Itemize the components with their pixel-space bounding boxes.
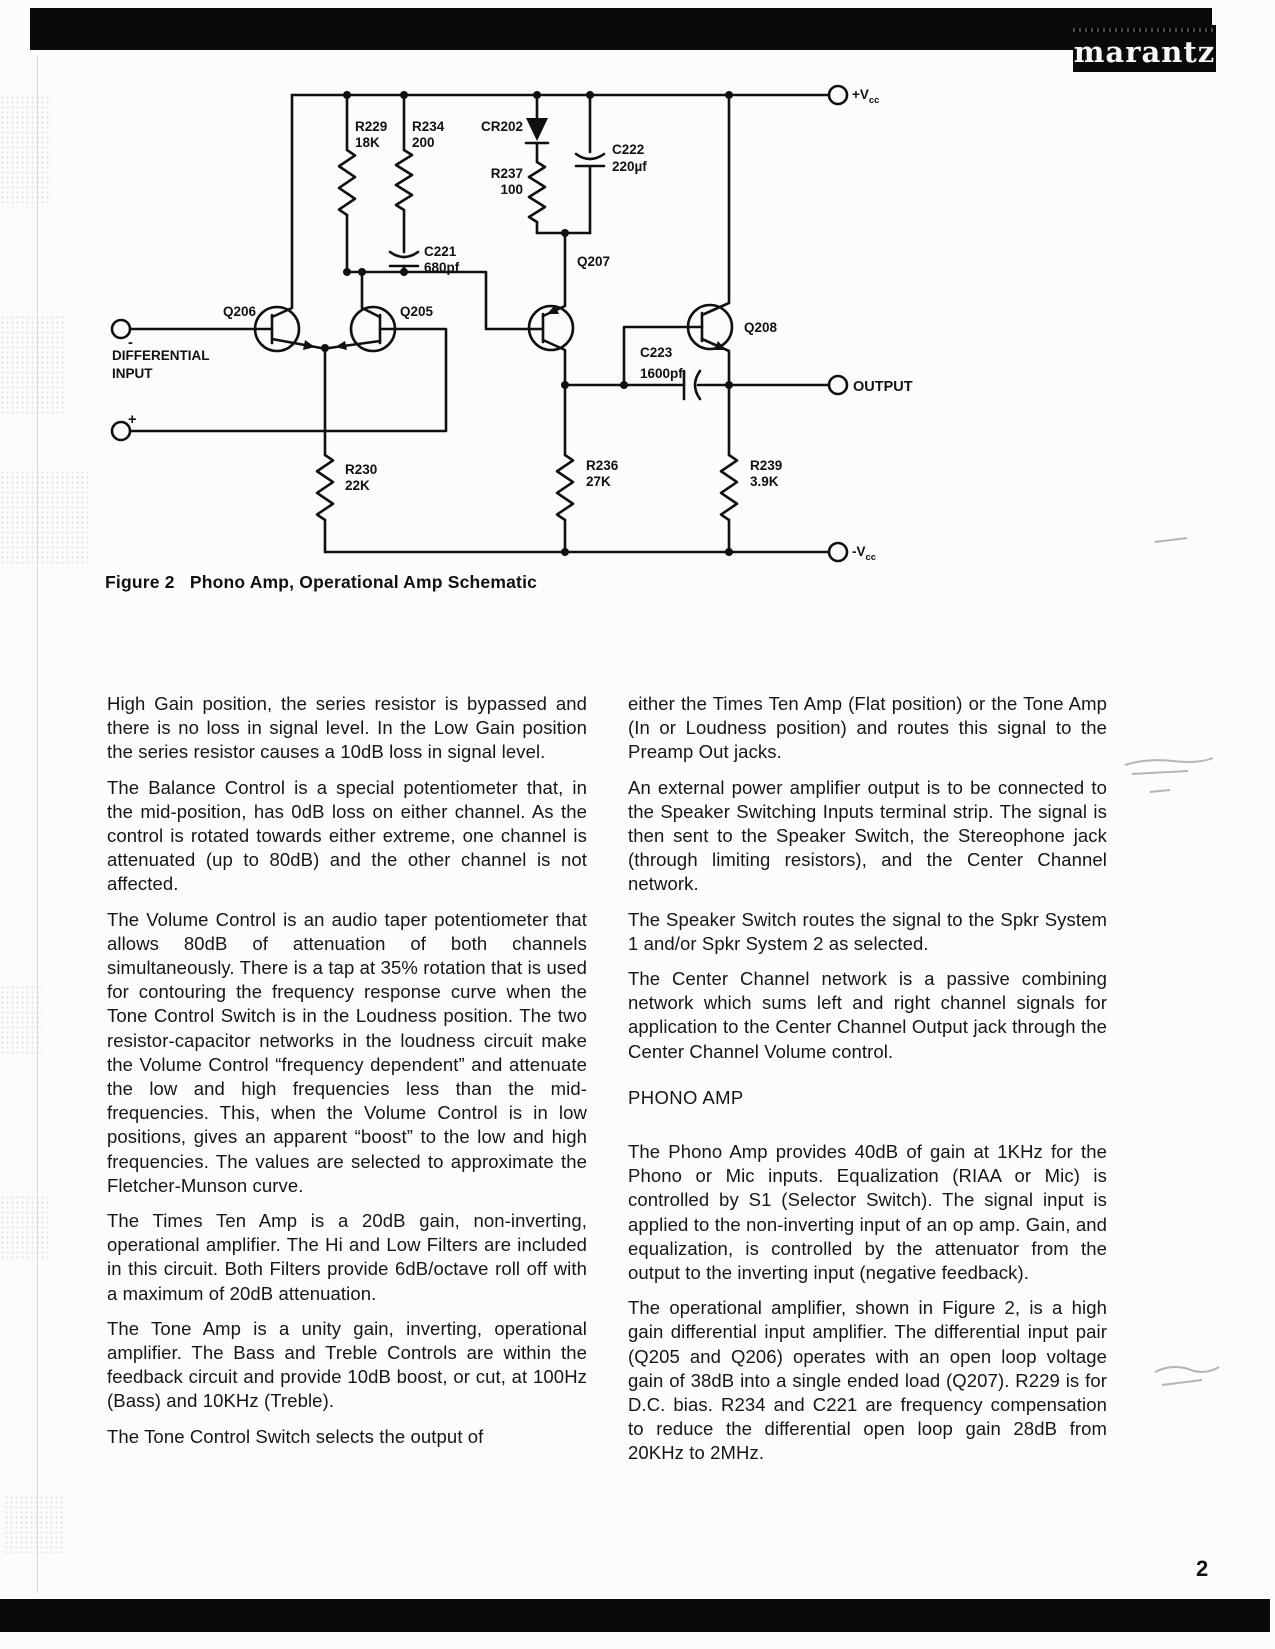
q207-emitter-arrow xyxy=(547,305,559,314)
value-r229: 18K xyxy=(355,135,380,150)
label-r234: R234 xyxy=(412,119,445,134)
label-cr202: CR202 xyxy=(481,119,523,134)
paragraph: either the Times Ten Amp (Flat position)… xyxy=(628,693,1107,763)
resistor-r239 xyxy=(719,453,739,522)
differential-input-label-2: INPUT xyxy=(112,366,153,381)
paragraph: High Gain position, the series resistor … xyxy=(107,693,587,763)
paragraph: An external power amplifier output is to… xyxy=(628,776,1107,895)
output-label: OUTPUT xyxy=(853,379,913,395)
diode-cr202 xyxy=(526,118,548,141)
schematic-figure: +Vcc -Vcc OUTPUT DIFFERENTIAL INPUT - + … xyxy=(110,84,913,563)
brand-text: marantz xyxy=(1073,34,1216,69)
paragraph: The Balance Control is a special potenti… xyxy=(107,776,587,895)
scan-noise xyxy=(4,1495,64,1553)
page-number: 2 xyxy=(1196,1556,1209,1581)
section-heading-phono-amp: PHONO AMP xyxy=(628,1086,744,1108)
figure-caption: Figure 2 Phono Amp, Operational Amp Sche… xyxy=(105,572,538,592)
resistor-r236 xyxy=(555,453,575,522)
resistor-r230 xyxy=(315,453,335,522)
vcc-minus-label: -Vcc xyxy=(852,544,876,563)
label-r229: R229 xyxy=(355,119,387,134)
resistor-r229 xyxy=(337,148,357,217)
logo-texture xyxy=(1073,28,1216,32)
vcc-plus-terminal xyxy=(827,84,849,106)
right-column: either the Times Ten Amp (Flat position)… xyxy=(628,692,1107,1477)
page-edge-line xyxy=(37,55,38,1593)
circuit-wires xyxy=(127,93,831,554)
label-q205: Q205 xyxy=(400,304,434,319)
left-column: High Gain position, the series resistor … xyxy=(107,692,587,1460)
margin-pencil-marks xyxy=(1124,537,1220,1386)
plus-input-wire xyxy=(127,327,448,433)
plus-sign: + xyxy=(128,412,136,428)
q208-emitter-arrow xyxy=(714,341,726,350)
value-c222: 220µf xyxy=(612,159,647,174)
value-r239: 3.9K xyxy=(750,474,779,489)
capacitor-c222 xyxy=(574,152,606,161)
differential-input-label-1: DIFFERENTIAL xyxy=(112,348,210,363)
minus-sign: - xyxy=(128,335,133,351)
value-c223: 1600pf xyxy=(640,366,683,381)
resistor-r237 xyxy=(527,160,547,224)
junction-dots xyxy=(321,91,733,556)
label-r239: R239 xyxy=(750,458,782,473)
label-q207: Q207 xyxy=(577,254,610,269)
label-q206: Q206 xyxy=(223,304,257,319)
scan-noise xyxy=(0,95,52,207)
input-minus-terminal xyxy=(110,318,132,340)
q205-emitter-arrow xyxy=(335,341,347,350)
transistor-q206 xyxy=(253,305,301,353)
paragraph: The Center Channel network is a passive … xyxy=(628,968,1107,1062)
value-c221: 680pf xyxy=(424,260,460,275)
input-plus-terminal xyxy=(110,420,132,442)
paragraph: The Tone Control Switch selects the outp… xyxy=(107,1425,484,1447)
vcc-plus-label: +Vcc xyxy=(852,87,879,106)
label-q208: Q208 xyxy=(744,320,778,335)
output-terminal xyxy=(827,374,849,396)
paragraph: The Volume Control is an audio taper pot… xyxy=(107,908,587,1196)
scan-noise xyxy=(0,1195,48,1261)
paragraph: The Phono Amp provides 40dB of gain at 1… xyxy=(628,1141,1107,1284)
paragraph: The Tone Amp is a unity gain, inverting,… xyxy=(107,1317,587,1412)
footer-bar xyxy=(0,1599,1270,1632)
value-r236: 27K xyxy=(586,474,611,489)
paragraph: The operational amplifier, shown in Figu… xyxy=(628,1297,1107,1464)
vcc-minus-terminal xyxy=(827,541,849,563)
label-r237: R237 xyxy=(491,166,523,181)
transistor-q205 xyxy=(349,305,397,353)
label-c221: C221 xyxy=(424,244,457,259)
paragraph: The Times Ten Amp is a 20dB gain, non-in… xyxy=(107,1210,587,1304)
q206-emitter-arrow xyxy=(303,340,315,350)
resistor-r234 xyxy=(394,148,414,212)
compensation-node-wire xyxy=(345,270,545,331)
scan-noise xyxy=(0,985,42,1055)
label-c222: C222 xyxy=(612,142,644,157)
label-r236: R236 xyxy=(586,458,619,473)
label-c223: C223 xyxy=(640,345,673,360)
paragraph: The Speaker Switch routes the signal to … xyxy=(628,908,1107,954)
label-r230: R230 xyxy=(345,462,377,477)
value-r234: 200 xyxy=(412,135,435,150)
scan-noise xyxy=(0,470,88,565)
value-r230: 22K xyxy=(345,478,370,493)
capacitor-c221 xyxy=(388,250,420,259)
transistor-q207 xyxy=(527,304,575,352)
header-bar xyxy=(30,8,1212,50)
scan-noise xyxy=(0,315,66,415)
brand-logo: marantz xyxy=(1073,25,1216,72)
value-r237: 100 xyxy=(500,182,523,197)
